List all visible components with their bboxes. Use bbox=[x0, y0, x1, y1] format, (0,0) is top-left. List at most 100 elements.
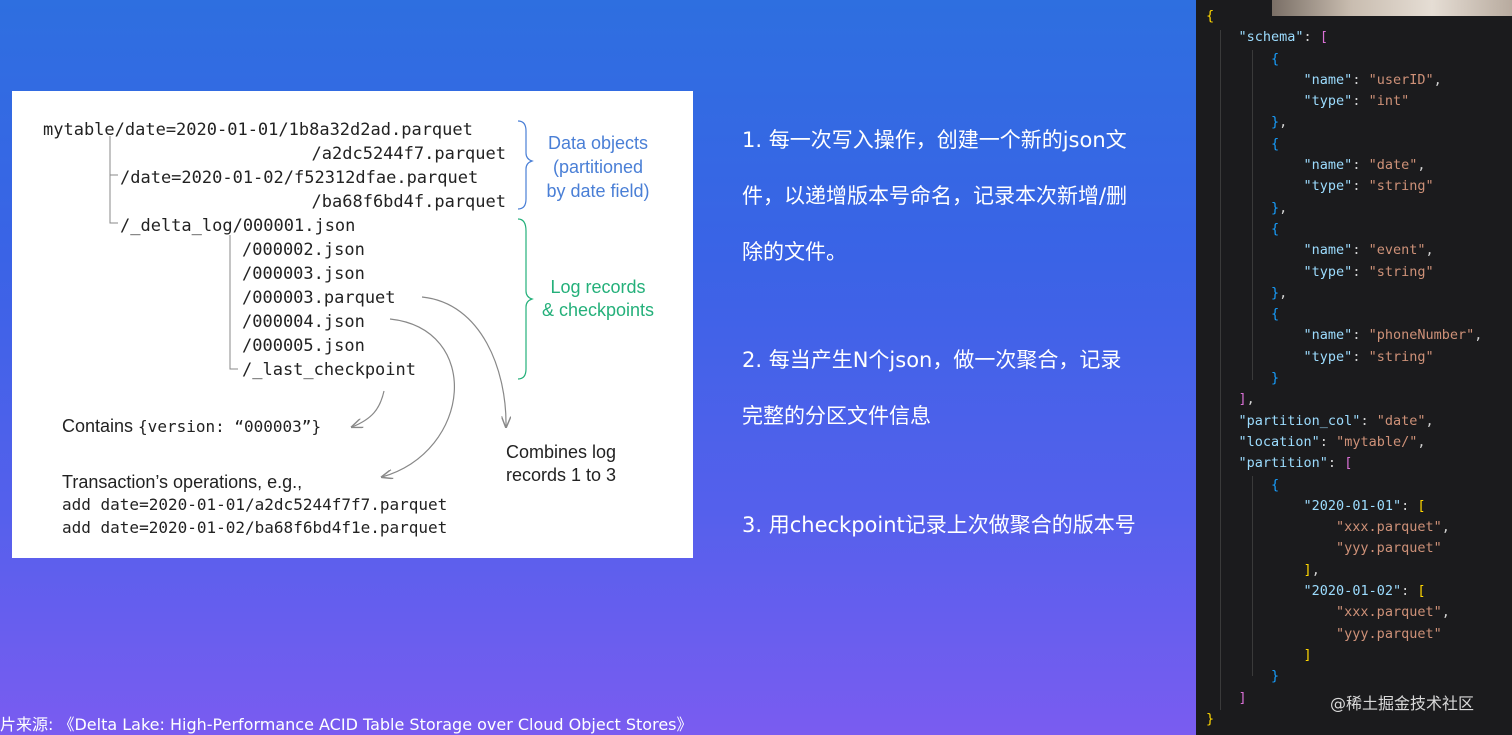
slide: mytable/date=2020-01-01/1b8a32d2ad.parqu… bbox=[12, 91, 1182, 558]
code-line[interactable]: "2020-01-02": [ bbox=[1206, 581, 1482, 602]
code-token: "name" bbox=[1303, 327, 1353, 344]
point-1: 1. 每一次写入操作，创建一个新的json文 件，以递增版本号命名，记录本次新增… bbox=[742, 112, 1182, 280]
code-content[interactable]: { "schema": [ { "name": "userID", "type"… bbox=[1206, 6, 1482, 730]
code-token: : bbox=[1352, 93, 1369, 110]
code-token bbox=[1206, 477, 1271, 493]
code-token: "type" bbox=[1303, 348, 1353, 365]
code-token: "date" bbox=[1368, 157, 1418, 174]
code-line[interactable]: { bbox=[1206, 475, 1482, 496]
code-line[interactable]: "type": "string" bbox=[1206, 262, 1482, 283]
code-line[interactable]: ] bbox=[1206, 688, 1482, 709]
code-line[interactable]: "schema": [ bbox=[1206, 27, 1482, 48]
code-line[interactable]: } bbox=[1206, 666, 1482, 687]
contains-prefix: Contains bbox=[62, 416, 138, 436]
code-token: } bbox=[1206, 710, 1215, 727]
code-token: "name" bbox=[1303, 242, 1353, 259]
code-token bbox=[1206, 540, 1336, 556]
code-token: , bbox=[1279, 284, 1288, 301]
indent-guide bbox=[1220, 30, 1221, 710]
code-token: "schema" bbox=[1238, 29, 1304, 46]
code-token: , bbox=[1474, 327, 1483, 344]
code-line[interactable]: }, bbox=[1206, 112, 1482, 133]
code-token: "event" bbox=[1368, 242, 1426, 259]
code-line[interactable]: "name": "userID", bbox=[1206, 70, 1482, 91]
code-token: "type" bbox=[1303, 93, 1353, 110]
code-token: "int" bbox=[1368, 93, 1410, 110]
code-token bbox=[1206, 178, 1304, 194]
code-token bbox=[1206, 200, 1271, 216]
code-token: , bbox=[1425, 412, 1434, 429]
code-token: "xxx.parquet" bbox=[1336, 604, 1442, 621]
code-line[interactable]: "2020-01-01": [ bbox=[1206, 496, 1482, 517]
code-token bbox=[1206, 264, 1304, 280]
code-line[interactable]: "type": "string" bbox=[1206, 347, 1482, 368]
code-token: : bbox=[1352, 327, 1369, 344]
code-token: [ bbox=[1344, 455, 1353, 472]
code-token: } bbox=[1271, 199, 1280, 216]
code-token: "2020-01-02" bbox=[1303, 583, 1402, 600]
code-line[interactable]: }, bbox=[1206, 283, 1482, 304]
code-line[interactable]: } bbox=[1206, 368, 1482, 389]
code-token: , bbox=[1417, 157, 1426, 174]
point-line: 3. 用checkpoint记录上次做聚合的版本号 bbox=[742, 513, 1136, 537]
code-token bbox=[1206, 327, 1304, 343]
code-token bbox=[1206, 519, 1336, 535]
code-token: "2020-01-01" bbox=[1303, 497, 1402, 514]
code-token: : bbox=[1352, 348, 1369, 365]
transaction-arrow bbox=[382, 318, 455, 477]
code-token: : bbox=[1352, 71, 1369, 88]
code-line[interactable]: "name": "event", bbox=[1206, 240, 1482, 261]
code-line[interactable]: { bbox=[1206, 134, 1482, 155]
code-line[interactable]: "yyy.parquet" bbox=[1206, 538, 1482, 559]
json-code-editor[interactable]: { "schema": [ { "name": "userID", "type"… bbox=[1196, 0, 1512, 735]
code-token: "yyy.parquet" bbox=[1336, 540, 1442, 557]
code-line[interactable]: "xxx.parquet", bbox=[1206, 602, 1482, 623]
code-line[interactable]: "location": "mytable/", bbox=[1206, 432, 1482, 453]
delta-log-diagram: mytable/date=2020-01-01/1b8a32d2ad.parqu… bbox=[12, 91, 693, 558]
code-line[interactable]: "xxx.parquet", bbox=[1206, 517, 1482, 538]
data-objects-label: by date field) bbox=[546, 181, 649, 201]
code-line[interactable]: "name": "phoneNumber", bbox=[1206, 325, 1483, 346]
path-line: /ba68f6bd4f.parquet bbox=[312, 192, 506, 212]
code-line[interactable]: "partition_col": "date", bbox=[1206, 411, 1482, 432]
code-token: "string" bbox=[1368, 178, 1434, 195]
code-line[interactable]: "type": "int" bbox=[1206, 91, 1482, 112]
code-line[interactable]: { bbox=[1206, 304, 1482, 325]
code-line[interactable]: "yyy.parquet" bbox=[1206, 624, 1482, 645]
path-line: /date=2020-01-02/f52312dfae.parquet bbox=[120, 168, 478, 188]
code-line[interactable]: { bbox=[1206, 49, 1482, 70]
code-line[interactable]: }, bbox=[1206, 198, 1482, 219]
code-token: "type" bbox=[1303, 178, 1353, 195]
code-token: "mytable/" bbox=[1336, 433, 1418, 450]
path-line: /000005.json bbox=[242, 336, 365, 356]
path-line: /a2dc5244f7.parquet bbox=[312, 144, 506, 164]
code-token bbox=[1206, 370, 1271, 386]
operation-line: add date=2020-01-02/ba68f6bd4f1e.parquet bbox=[62, 518, 447, 537]
code-token bbox=[1206, 285, 1271, 301]
path-line: mytable/date=2020-01-01/1b8a32d2ad.parqu… bbox=[43, 120, 473, 140]
code-line[interactable]: "type": "string" bbox=[1206, 176, 1482, 197]
code-token: [ bbox=[1417, 583, 1426, 600]
point-line: 1. 每一次写入操作，创建一个新的json文 bbox=[742, 128, 1127, 152]
code-token: , bbox=[1246, 391, 1255, 408]
tree-connector bbox=[109, 175, 118, 224]
code-token: "partition_col" bbox=[1238, 412, 1361, 429]
code-token bbox=[1206, 51, 1271, 67]
code-token bbox=[1206, 647, 1304, 663]
code-token: [ bbox=[1417, 497, 1426, 514]
path-line: /000003.parquet bbox=[242, 288, 396, 308]
code-line[interactable]: ], bbox=[1206, 560, 1482, 581]
path-line: /_last_checkpoint bbox=[242, 360, 416, 380]
code-line[interactable]: { bbox=[1206, 219, 1482, 240]
code-line[interactable]: } bbox=[1206, 709, 1482, 730]
code-token: : bbox=[1352, 178, 1369, 195]
code-line[interactable]: ] bbox=[1206, 645, 1482, 666]
code-line[interactable]: "name": "date", bbox=[1206, 155, 1482, 176]
code-line[interactable]: ], bbox=[1206, 389, 1482, 410]
code-line[interactable]: "partition": [ bbox=[1206, 453, 1482, 474]
data-objects-label: (partitioned bbox=[553, 157, 643, 177]
code-token: : bbox=[1327, 455, 1345, 472]
code-token: , bbox=[1425, 242, 1434, 259]
code-line[interactable]: { bbox=[1206, 6, 1482, 27]
code-token bbox=[1206, 604, 1336, 620]
